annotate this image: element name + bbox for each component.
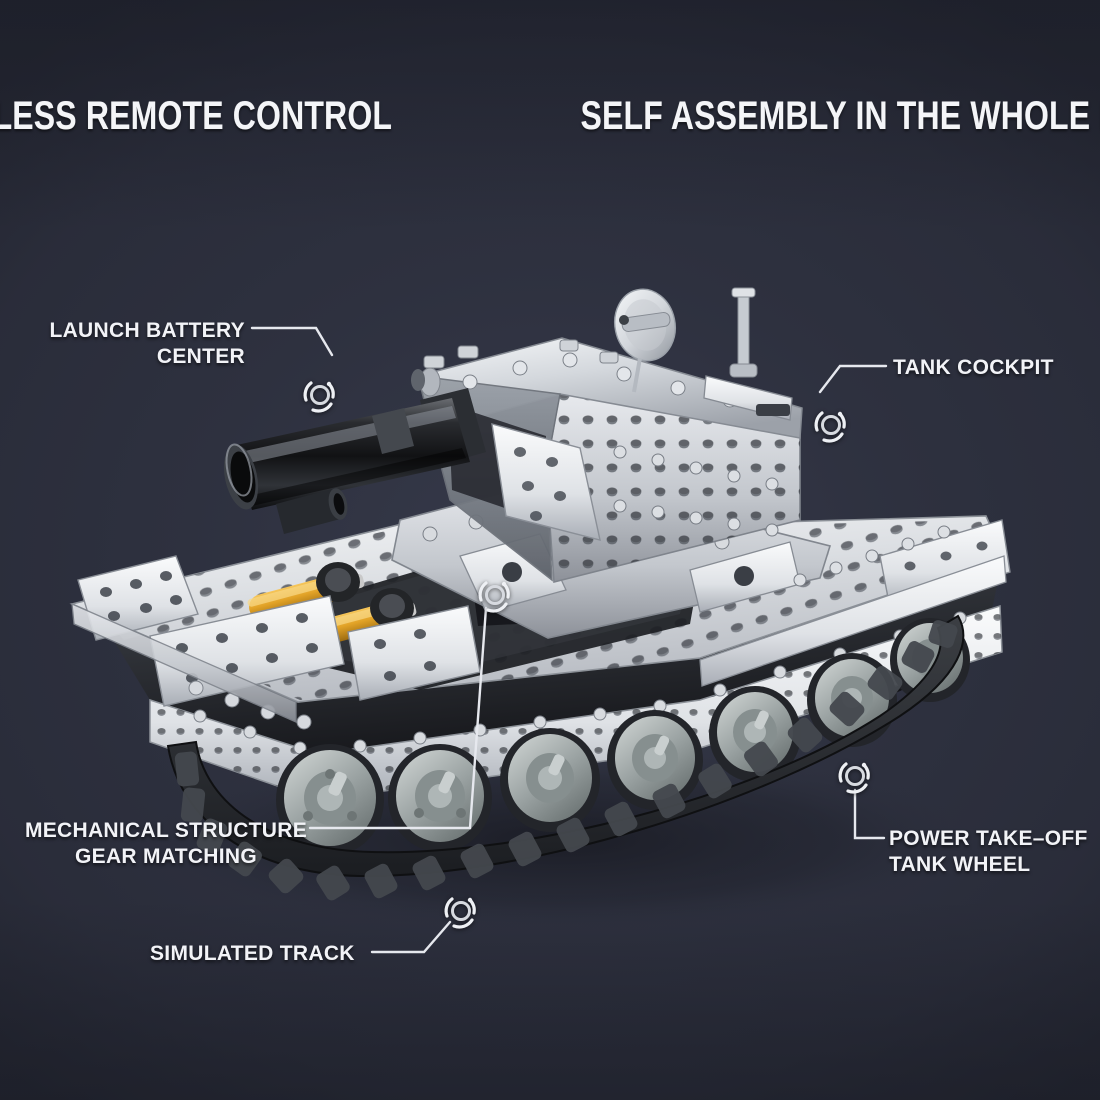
hull-top-rail: [71, 555, 1007, 723]
turret-top-hardware: [423, 339, 619, 369]
cockpit-hatch: [703, 375, 793, 421]
antenna: [729, 287, 758, 378]
satellite-dish: [614, 288, 676, 393]
background-top-shade: [0, 0, 1100, 230]
gun-barrel: [223, 388, 486, 534]
simulated-track-near: [166, 614, 965, 901]
turret-side-cylinder: [411, 367, 441, 397]
turret-accessories: [411, 287, 793, 421]
rear-bolt-strip: [793, 525, 951, 587]
track-links: [174, 620, 958, 901]
